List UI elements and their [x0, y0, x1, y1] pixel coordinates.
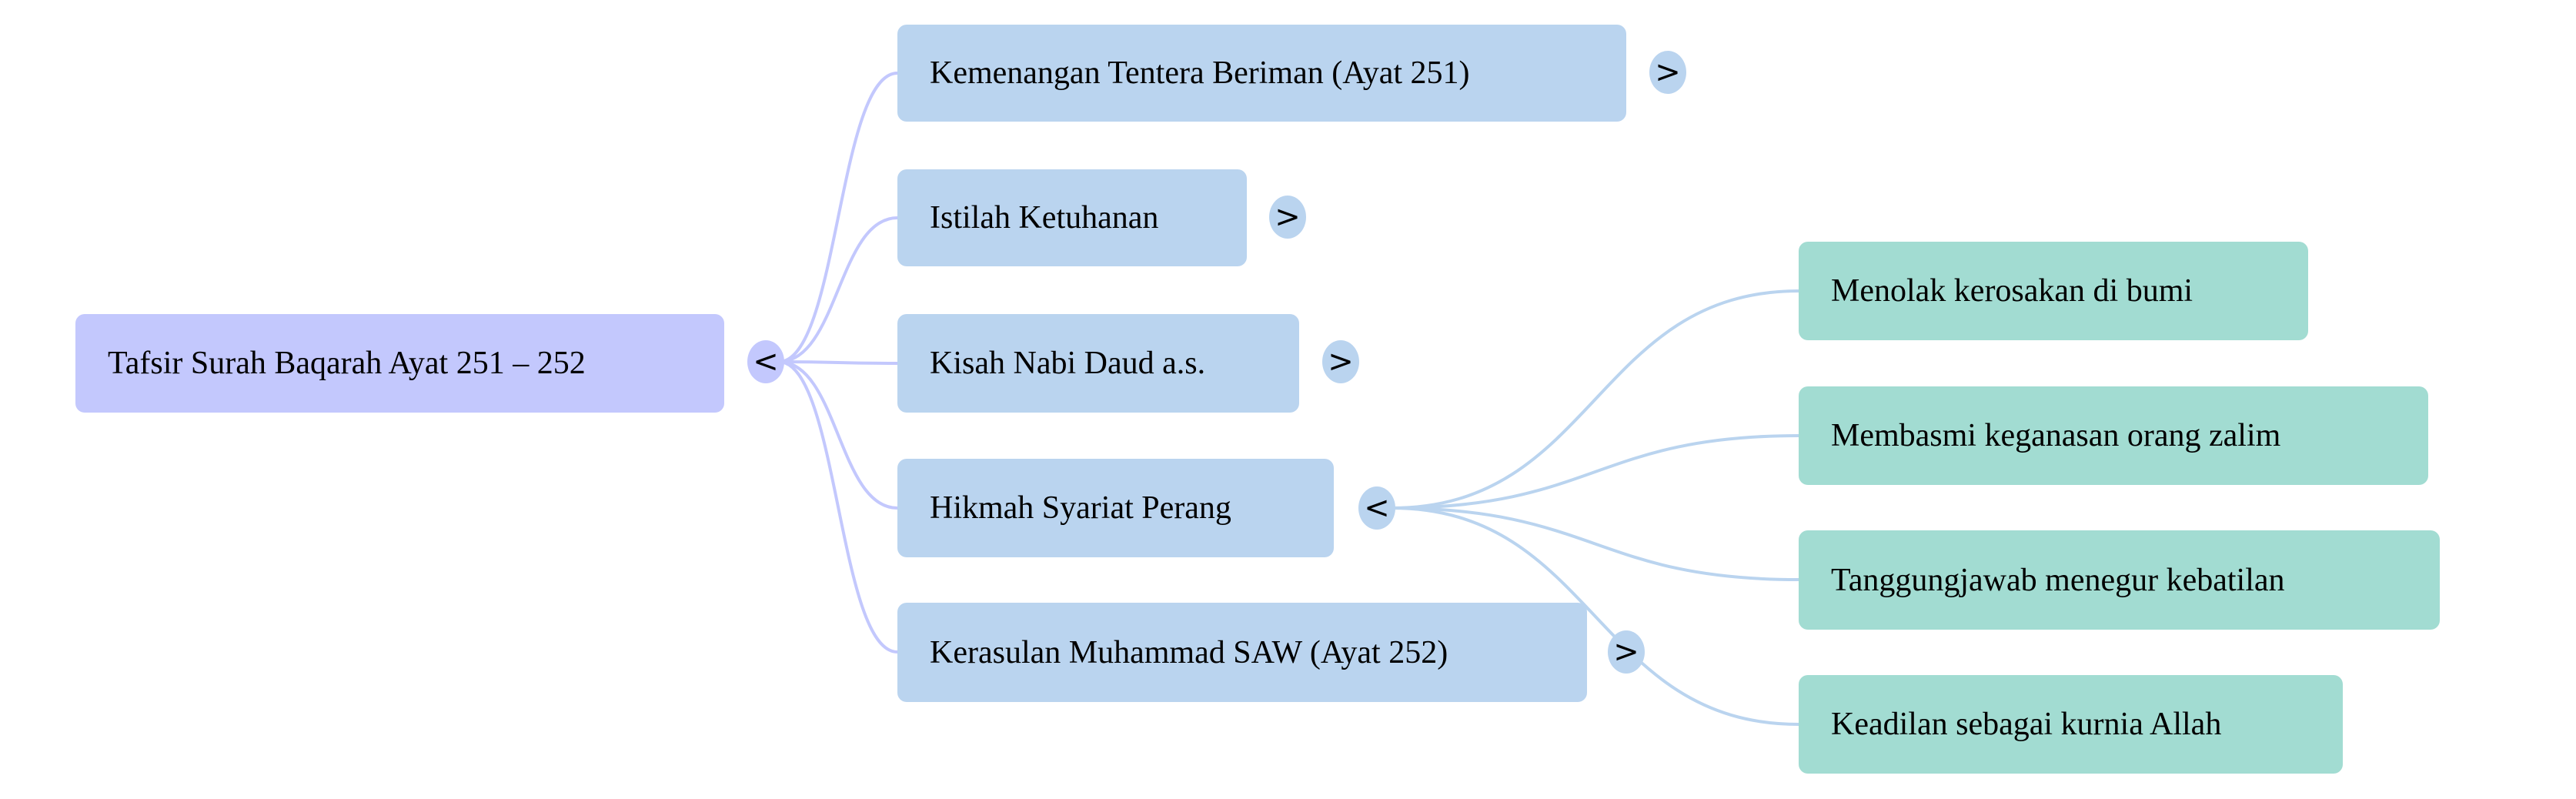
- node-keadilan[interactable]: Keadilan sebagai kurnia Allah: [1799, 675, 2343, 774]
- node-label: Hikmah Syariat Perang: [930, 490, 1231, 526]
- node-membasmi[interactable]: Membasmi keganasan orang zalim: [1799, 386, 2428, 485]
- link-hikmah-child-3: [1391, 506, 1799, 726]
- node-label: Kemenangan Tentera Beriman (Ayat 251): [930, 55, 1470, 91]
- node-tanggungjawab[interactable]: Tanggungjawab menegur kebatilan: [1799, 530, 2440, 630]
- collapse-toggle-hikmah[interactable]: <: [1358, 486, 1395, 530]
- link-root-child-0: [778, 72, 898, 363]
- node-label: Istilah Ketuhanan: [930, 200, 1159, 236]
- link-root-child-4: [778, 360, 898, 654]
- expand-toggle-kerasulan[interactable]: >: [1608, 630, 1645, 674]
- node-label: Keadilan sebagai kurnia Allah: [1831, 707, 2222, 742]
- expand-toggle-istilah[interactable]: >: [1269, 196, 1306, 239]
- node-label: Tanggungjawab menegur kebatilan: [1831, 562, 2285, 598]
- node-hikmah[interactable]: Hikmah Syariat Perang: [897, 459, 1334, 557]
- link-root-child-3: [778, 360, 898, 510]
- node-label: Kerasulan Muhammad SAW (Ayat 252): [930, 634, 1448, 670]
- node-istilah[interactable]: Istilah Ketuhanan: [897, 169, 1247, 266]
- node-kemenangan[interactable]: Kemenangan Tentera Beriman (Ayat 251): [897, 25, 1626, 122]
- expand-toggle-kemenangan[interactable]: >: [1649, 51, 1686, 94]
- node-label: Membasmi keganasan orang zalim: [1831, 418, 2281, 453]
- node-label: Kisah Nabi Daud a.s.: [930, 346, 1206, 381]
- link-root-child-1: [778, 216, 898, 363]
- root-node[interactable]: Tafsir Surah Baqarah Ayat 251 – 252: [75, 314, 724, 413]
- root-label: Tafsir Surah Baqarah Ayat 251 – 252: [108, 346, 586, 381]
- node-kisah[interactable]: Kisah Nabi Daud a.s.: [897, 314, 1299, 413]
- link-hikmah-child-0: [1391, 289, 1799, 510]
- node-menolak[interactable]: Menolak kerosakan di bumi: [1799, 242, 2308, 340]
- link-hikmah-child-1: [1391, 434, 1799, 510]
- link-root-child-2: [778, 360, 898, 365]
- node-kerasulan[interactable]: Kerasulan Muhammad SAW (Ayat 252): [897, 603, 1587, 702]
- expand-toggle-kisah[interactable]: >: [1322, 340, 1359, 383]
- node-label: Menolak kerosakan di bumi: [1831, 273, 2193, 309]
- link-hikmah-child-2: [1391, 506, 1799, 581]
- root-collapse-toggle[interactable]: <: [747, 340, 784, 383]
